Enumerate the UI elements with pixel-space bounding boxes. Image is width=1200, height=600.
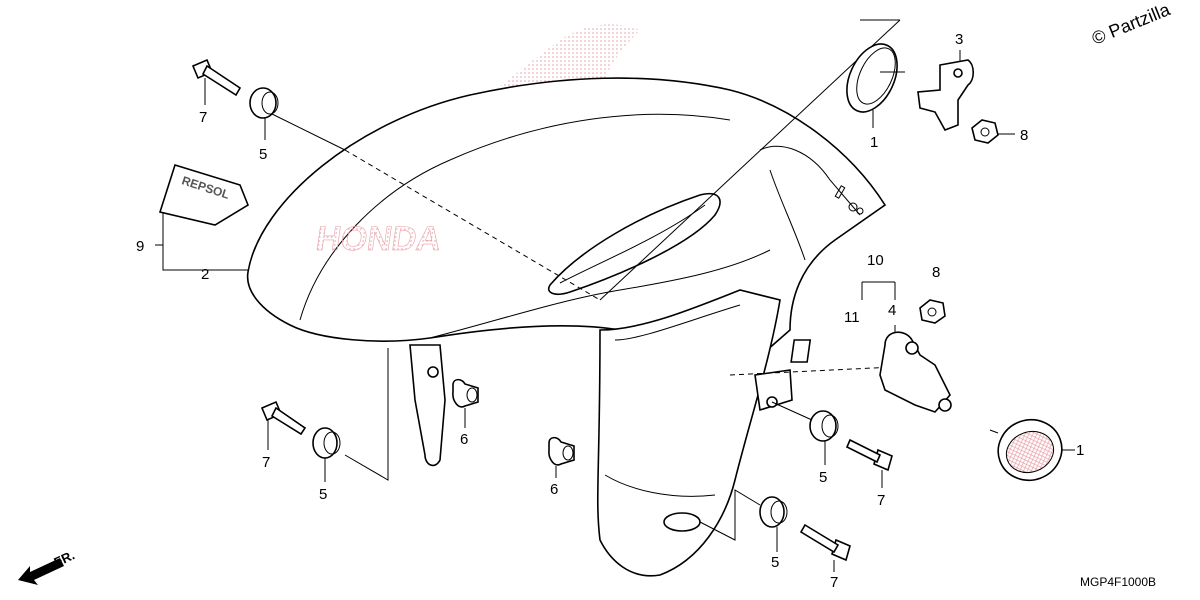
bolt-left [260,400,307,450]
label-10: 10 [867,252,884,269]
grommet-right [771,401,839,465]
label-11: 11 [844,309,860,326]
label-7-top: 7 [199,109,207,126]
label-4: 4 [888,302,896,319]
label-1-top: 1 [870,134,878,151]
front-arrow: FR. [18,547,77,585]
grommet-top [249,87,279,140]
repsol-sticker: REPSOL [155,164,249,271]
fender-text: HONDA [314,220,444,258]
reflector-top [846,43,905,128]
label-7-right: 7 [877,492,885,509]
label-5-bottom: 5 [771,554,779,571]
label-5-left: 5 [319,486,327,503]
copyright-text: © Partzilla [1089,0,1174,49]
bolt-bottom [799,523,851,572]
front-arrow-label: FR. [52,547,77,569]
grommet-bottom [699,489,788,552]
collar-left [452,378,479,428]
grommet-left [312,348,389,482]
diagram-code: MGP4F1000B [1080,575,1156,589]
reflector-right [989,418,1075,482]
bracket-right [790,281,952,413]
label-7-bottom: 7 [830,574,838,591]
label-2: 2 [201,266,209,283]
label-3: 3 [955,31,963,48]
label-1-right: 1 [1076,442,1084,459]
nut-top [971,119,1015,144]
label-9: 9 [136,238,144,255]
label-6-bottom: 6 [550,481,558,498]
collar-bottom [548,436,575,478]
label-8-top: 8 [1020,127,1028,144]
front-fender: HONDA [246,24,887,577]
label-5-top: 5 [259,146,267,163]
bracket-top [917,50,975,131]
label-7-left: 7 [262,454,270,471]
label-8-right: 8 [932,264,940,281]
bolt-top [191,58,242,105]
bolt-right [845,438,893,488]
label-6-left: 6 [460,431,468,448]
guide-lines [269,19,936,376]
label-5-right: 5 [819,469,827,486]
